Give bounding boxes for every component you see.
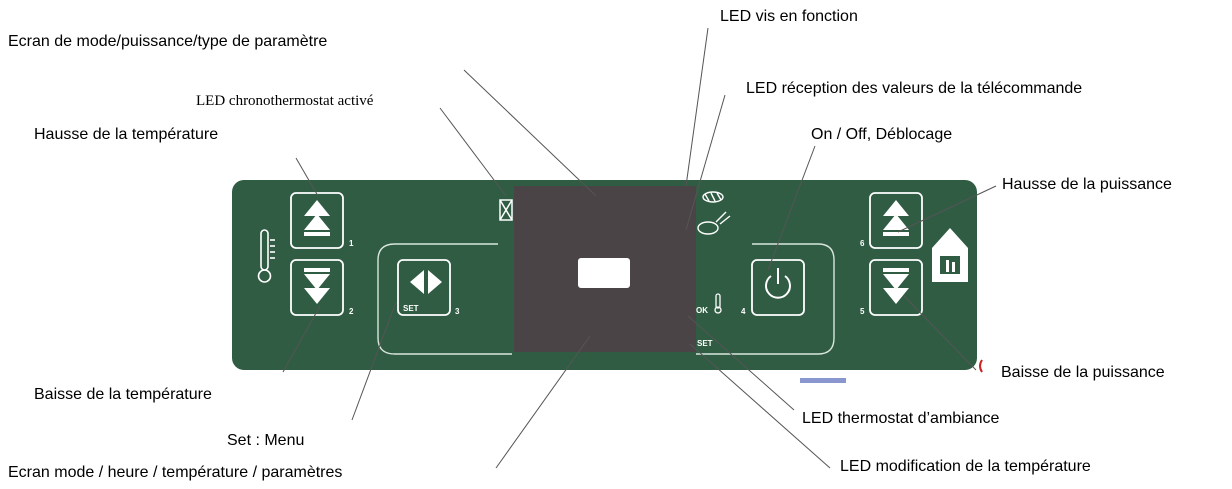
red-mark xyxy=(979,359,983,373)
button-number-3: 3 xyxy=(455,307,460,316)
label-baisse-temperature: Baisse de la température xyxy=(34,386,212,403)
button-number-5: 5 xyxy=(860,307,865,316)
label-led-modification: LED modification de la température xyxy=(840,458,1091,475)
set-label-bottom: SET xyxy=(697,339,713,348)
label-led-chrono: LED chronothermostat activé xyxy=(196,93,374,109)
power-up-button[interactable] xyxy=(869,192,923,249)
label-set-menu: Set : Menu xyxy=(227,432,305,449)
remote-icon xyxy=(697,211,731,235)
stove-icon xyxy=(932,228,968,282)
screw-icon xyxy=(702,191,724,203)
label-led-thermostat: LED thermostat d’ambiance xyxy=(802,410,1000,427)
button-number-4: 4 xyxy=(741,307,746,316)
small-thermometer-icon xyxy=(714,293,722,314)
thermometer-icon xyxy=(257,229,275,283)
temperature-down-button[interactable] xyxy=(290,259,344,316)
power-down-button[interactable] xyxy=(869,259,923,316)
button-number-2: 2 xyxy=(349,307,354,316)
label-ecran-mode-puissance: Ecran de mode/puissance/type de paramètr… xyxy=(8,33,328,50)
label-hausse-temperature: Hausse de la température xyxy=(34,126,219,143)
display-window xyxy=(578,258,630,288)
label-led-vis: LED vis en fonction xyxy=(720,8,858,25)
label-baisse-puissance: Baisse de la puissance xyxy=(1001,364,1165,381)
panel-right-outline xyxy=(696,243,835,355)
label-led-reception: LED réception des valeurs de la télécomm… xyxy=(746,80,1083,97)
set-menu-button[interactable] xyxy=(397,259,451,316)
button-number-6: 6 xyxy=(860,239,865,248)
blue-mark xyxy=(800,378,846,383)
leader-lines xyxy=(282,27,997,469)
temperature-up-button[interactable] xyxy=(290,192,344,249)
label-ecran-mode-heure: Ecran mode / heure / température / param… xyxy=(8,464,343,481)
power-button[interactable] xyxy=(751,259,805,316)
set-label: SET xyxy=(403,304,419,313)
ok-label: OK xyxy=(696,306,708,315)
button-number-1: 1 xyxy=(349,239,354,248)
label-hausse-puissance: Hausse de la puissance xyxy=(1002,176,1172,193)
label-on-off: On / Off, Déblocage xyxy=(811,126,953,143)
panel-left-outline xyxy=(377,243,512,355)
hourglass-icon xyxy=(499,199,513,221)
